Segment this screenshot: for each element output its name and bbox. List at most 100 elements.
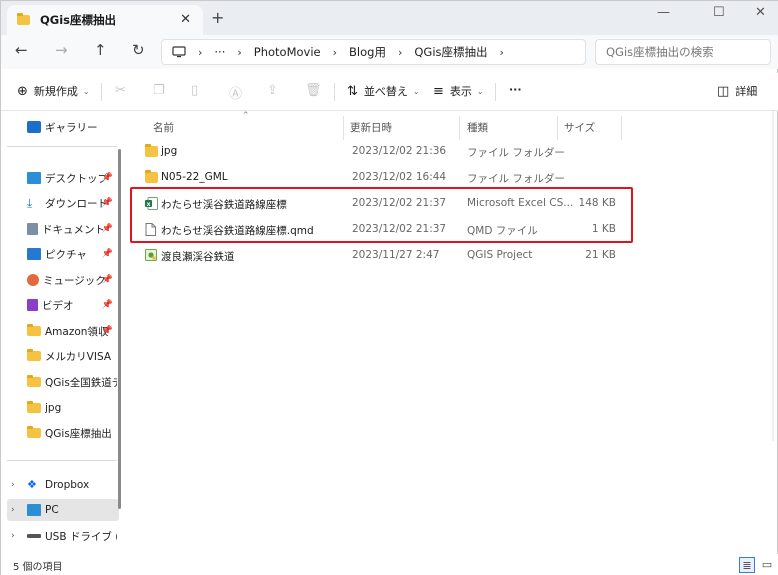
pin-icon[interactable]: 📌 (101, 249, 113, 259)
qgis-project-icon (145, 249, 157, 261)
see-more-button[interactable]: ··· (509, 83, 522, 96)
column-header-name[interactable]: 名前 (153, 122, 174, 134)
breadcrumb-photomovie[interactable]: PhotoMovie (253, 45, 321, 59)
address-bar[interactable]: › ··· › PhotoMovie › Blog用 › QGis座標抽出 › (161, 39, 586, 65)
column-divider[interactable] (621, 116, 622, 140)
title-bar: QGis座標抽出 ✕ + — ☐ ✕ (1, 1, 778, 35)
pin-icon[interactable]: 📌 (101, 198, 113, 208)
sidebar-item-qgis-railway[interactable]: QGis全国鉄道デ (7, 371, 119, 393)
pc-icon (27, 504, 41, 516)
new-tab-button[interactable]: + (211, 8, 225, 27)
file-type: ファイル フォルダー (467, 173, 565, 185)
tiles-view-icon[interactable]: ▭ (761, 558, 773, 571)
chevron-right-icon[interactable]: › (11, 480, 15, 490)
file-list-scrollbar[interactable] (771, 111, 775, 441)
sidebar-item-desktop[interactable]: デスクトップ 📌 (7, 167, 119, 189)
copy-button[interactable]: ❐ (153, 83, 171, 98)
breadcrumb-more[interactable]: ··· (214, 45, 226, 59)
item-count: 5 個の項目 (13, 562, 63, 573)
pin-icon[interactable]: 📌 (101, 173, 113, 183)
details-pane-icon: ◫ (717, 83, 730, 99)
folder-icon (27, 375, 41, 387)
tab-close-icon[interactable]: ✕ (180, 12, 191, 27)
refresh-button[interactable]: ↻ (132, 41, 145, 59)
sidebar-item-downloads[interactable]: ⤓ ダウンロード 📌 (7, 192, 119, 214)
pin-icon[interactable]: 📌 (101, 326, 113, 336)
pin-icon[interactable]: 📌 (101, 224, 113, 234)
sidebar-scrollbar[interactable] (118, 149, 121, 509)
folder-icon (17, 13, 30, 25)
search-input[interactable]: QGis座標抽出の検索 (595, 39, 771, 65)
details-button[interactable]: ◫ 詳細 (717, 83, 757, 99)
column-divider[interactable] (343, 116, 344, 140)
sidebar-item-dropbox[interactable]: › ❖ Dropbox (7, 474, 119, 496)
paste-button[interactable]: ▯ (191, 83, 204, 98)
chevron-down-icon: ⌄ (476, 86, 484, 96)
chevron-right-icon[interactable]: › (11, 531, 15, 541)
file-row-qgis-project[interactable]: 渡良瀬渓谷鉄道 2023/11/27 2:47 QGIS Project 21 … (133, 243, 616, 269)
file-row-jpg[interactable]: jpg 2023/12/02 21:36 ファイル フォルダー (133, 139, 613, 165)
column-divider[interactable] (459, 116, 460, 140)
file-size: 21 KB (585, 249, 616, 261)
view-list-icon: ≡ (433, 83, 444, 99)
blank-file-icon (145, 223, 156, 236)
sidebar-item-videos[interactable]: ビデオ 📌 (7, 294, 119, 316)
divider (495, 83, 496, 101)
sidebar-item-usb[interactable]: › USB ドライブ (G:) (7, 525, 119, 547)
share-button[interactable]: ⇪ (267, 83, 284, 98)
divider (7, 146, 117, 147)
back-button[interactable]: ← (15, 41, 28, 59)
new-button[interactable]: ⊕ 新規作成 ⌄ (17, 83, 90, 99)
cut-button[interactable]: ✂ (115, 83, 132, 98)
details-view-icon[interactable]: ≣ (739, 557, 755, 573)
minimize-button[interactable]: — (657, 5, 670, 20)
share-icon: ⇪ (267, 83, 278, 98)
column-divider[interactable] (557, 116, 558, 140)
delete-button[interactable]: 🗑 (305, 83, 328, 98)
download-icon: ⤓ (27, 196, 33, 210)
sidebar-item-label: ダウンロード (45, 197, 108, 210)
file-row-n05[interactable]: N05-22_GML 2023/12/02 16:44 ファイル フォルダー (133, 165, 613, 191)
column-header-type[interactable]: 種類 (467, 122, 488, 134)
sidebar-item-music[interactable]: ミュージック 📌 (7, 269, 119, 291)
sidebar-item-label: ギャラリー (45, 121, 98, 134)
tab-qgis[interactable]: QGis座標抽出 ✕ (7, 5, 203, 35)
rename-button[interactable]: Ⓐ (229, 83, 248, 102)
folder-icon (145, 170, 158, 183)
sidebar-item-label: Dropbox (45, 479, 90, 491)
column-header-date[interactable]: 更新日時 (350, 122, 392, 134)
pin-icon[interactable]: 📌 (101, 275, 113, 285)
up-button[interactable]: ↑ (94, 41, 107, 59)
breadcrumb-qgis[interactable]: QGis座標抽出 (414, 45, 488, 59)
sidebar-item-amazon[interactable]: Amazon領収 📌 (7, 320, 119, 342)
chevron-down-icon: ⌄ (412, 86, 420, 96)
sidebar-item-label: PC (45, 504, 59, 516)
plus-circle-icon: ⊕ (17, 83, 28, 99)
chevron-right-icon[interactable]: › (11, 505, 15, 515)
sidebar-item-label: QGis全国鉄道デ (45, 376, 117, 389)
sidebar-item-jpg[interactable]: jpg (7, 397, 119, 419)
usb-drive-icon (27, 534, 41, 538)
file-type: ファイル フォルダー (467, 147, 565, 159)
file-date: 2023/12/02 21:37 (352, 197, 447, 209)
sidebar-item-pictures[interactable]: ピクチャ 📌 (7, 243, 119, 265)
chevron-right-icon: › (198, 45, 203, 59)
column-header-size[interactable]: サイズ (564, 122, 596, 134)
sidebar-item-mercari[interactable]: メルカリVISA (7, 345, 119, 367)
music-icon (27, 274, 39, 286)
sidebar-item-documents[interactable]: ドキュメント 📌 (7, 218, 119, 240)
sidebar-item-gallery[interactable]: ギャラリー (7, 116, 119, 138)
file-row-csv[interactable]: x わたらせ渓谷鉄道路線座標 2023/12/02 21:37 Microsof… (133, 191, 616, 217)
sidebar-item-qgis-extract[interactable]: QGis座標抽出 (7, 422, 119, 444)
maximize-button[interactable]: ☐ (713, 5, 725, 20)
close-window-button[interactable]: ✕ (755, 5, 766, 20)
view-button[interactable]: ≡ 表示 ⌄ (433, 83, 484, 99)
forward-button[interactable]: → (55, 41, 68, 59)
file-row-qmd[interactable]: わたらせ渓谷鉄道路線座標.qmd 2023/12/02 21:37 QMD ファ… (133, 217, 616, 243)
divider (101, 83, 102, 101)
sidebar-item-pc[interactable]: › PC (7, 499, 119, 521)
sort-button[interactable]: ⇅ 並べ替え ⌄ (347, 83, 420, 99)
breadcrumb-blog[interactable]: Blog用 (349, 45, 386, 59)
chevron-down-icon: ⌄ (82, 86, 90, 96)
pin-icon[interactable]: 📌 (101, 300, 113, 310)
